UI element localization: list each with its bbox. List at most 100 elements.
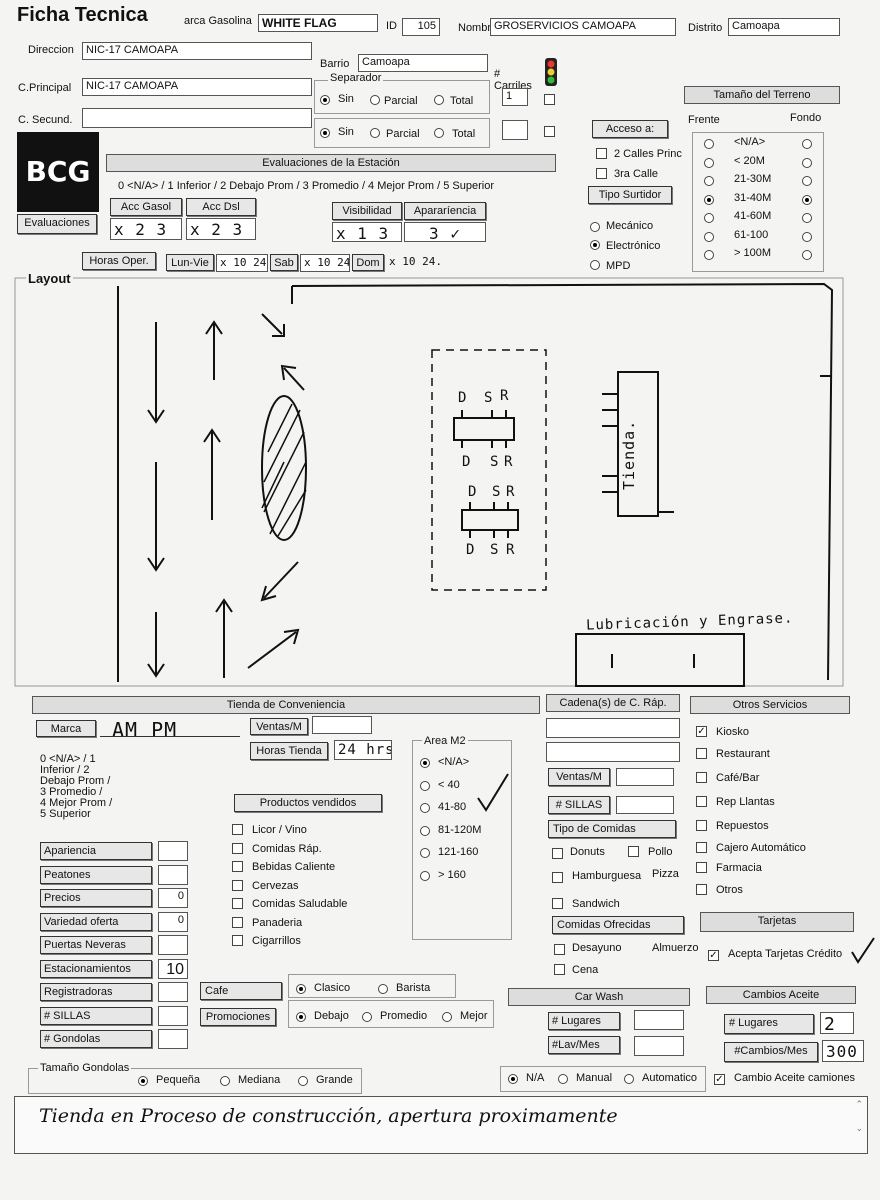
tienda-eval-field[interactable] (158, 841, 188, 861)
surtidor-electronico-radio[interactable] (590, 240, 600, 250)
tienda-eval-button[interactable]: Puertas Neveras (40, 936, 152, 954)
producto-checkbox[interactable] (232, 879, 243, 891)
lun-vie-field[interactable]: x 10 24 (216, 254, 268, 272)
tienda-eval-button[interactable]: Peatones (40, 865, 152, 884)
cadena-sillas-field[interactable] (616, 796, 674, 814)
cadena-ventas-field[interactable] (616, 768, 674, 786)
id-field[interactable]: 105 (402, 18, 440, 36)
acc-gasol-field[interactable]: x 2 3 (110, 218, 182, 240)
sandwich-checkbox[interactable] (552, 898, 563, 909)
promo-mejor-radio[interactable] (442, 1012, 452, 1022)
promo-promedio-radio[interactable] (362, 1012, 372, 1022)
frente-radio-5[interactable] (704, 231, 714, 242)
gondola-pequena-radio[interactable] (138, 1076, 148, 1086)
acceso-button[interactable]: Acceso a: (592, 120, 668, 138)
car-wash-na-radio[interactable] (508, 1074, 518, 1084)
surtidor-mecanico-radio[interactable] (590, 222, 600, 232)
carriles-checkbox-2[interactable] (544, 126, 555, 137)
tienda-ventas-field[interactable] (312, 716, 372, 734)
area-radio-0[interactable] (420, 758, 430, 768)
acceso-2calles-checkbox[interactable] (596, 148, 607, 159)
tienda-eval-button[interactable]: Precios (40, 889, 152, 907)
cambios-mes-field[interactable]: 300 (822, 1040, 864, 1062)
dom-button[interactable]: Dom (352, 254, 384, 271)
apariencia-field[interactable]: 3 ✓ (404, 222, 486, 242)
car-wash-auto-radio[interactable] (624, 1074, 634, 1084)
marca-gasolina-field[interactable]: WHITE FLAG (258, 14, 378, 32)
area-radio-3[interactable] (420, 825, 430, 836)
carriles-field-2[interactable] (502, 120, 528, 140)
fondo-radio-3[interactable] (802, 194, 812, 205)
tienda-eval-field[interactable]: 10 (158, 958, 188, 979)
otros-checkbox[interactable] (696, 842, 707, 853)
sab-field[interactable]: x 10 24 (300, 254, 350, 272)
nombre-field[interactable]: GROSERVICIOS CAMOAPA (490, 18, 676, 36)
otros-checkbox[interactable] (696, 862, 707, 873)
pollo-checkbox[interactable] (628, 846, 639, 857)
tienda-eval-button[interactable]: Estacionamientos (40, 959, 152, 978)
fondo-radio-0[interactable] (802, 139, 812, 149)
otros-checkbox[interactable] (696, 884, 707, 895)
notes-scroll-down-icon[interactable]: ⌄ (855, 1123, 863, 1133)
area-radio-2[interactable] (420, 803, 430, 813)
cena-checkbox[interactable] (554, 964, 565, 975)
tienda-eval-field[interactable] (158, 1029, 188, 1049)
carriles-checkbox-1[interactable] (544, 94, 555, 105)
cambio-camiones-checkbox[interactable]: ✓ (714, 1074, 725, 1085)
tienda-eval-button[interactable]: # SILLAS (40, 1006, 152, 1025)
visibilidad-button[interactable]: Visibilidad (332, 202, 402, 220)
cafe-clasico-radio[interactable] (296, 984, 306, 994)
notes-area[interactable]: Tienda en Proceso de construcción, apert… (14, 1096, 868, 1154)
tipo-comidas-button[interactable]: Tipo de Comidas (548, 820, 676, 838)
donuts-checkbox[interactable] (552, 848, 563, 859)
cambios-lugares-field[interactable]: 2 (820, 1012, 854, 1034)
tienda-eval-button[interactable]: Apariencia (40, 842, 152, 860)
separador-parcial-radio-1[interactable] (370, 95, 380, 105)
producto-checkbox[interactable] (232, 935, 243, 946)
cadena-field-1[interactable] (546, 718, 680, 738)
comidas-ofrecidas-button[interactable]: Comidas Ofrecidas (552, 916, 684, 934)
fondo-radio-6[interactable] (802, 250, 812, 260)
promociones-button[interactable]: Promociones (200, 1008, 276, 1026)
dom-field[interactable]: x 10 24. (389, 255, 442, 268)
producto-checkbox[interactable] (232, 842, 243, 854)
producto-checkbox[interactable] (232, 861, 243, 872)
frente-radio-6[interactable] (704, 250, 714, 260)
acc-dsl-button[interactable]: Acc Dsl (186, 198, 256, 216)
productos-header[interactable]: Productos vendidos (234, 794, 382, 812)
horas-tienda-button[interactable]: Horas Tienda (250, 742, 328, 760)
tienda-eval-button[interactable]: Registradoras (40, 983, 152, 1001)
visibilidad-field[interactable]: x 1 3 (332, 222, 402, 242)
separador-total-radio-2[interactable] (434, 128, 444, 138)
acc-dsl-field[interactable]: x 2 3 (186, 218, 256, 240)
frente-radio-0[interactable] (704, 139, 714, 149)
car-wash-lav-button[interactable]: #Lav/Mes (548, 1036, 620, 1054)
direccion-field[interactable]: NIC-17 CAMOAPA (82, 42, 312, 60)
acc-gasol-button[interactable]: Acc Gasol (110, 198, 182, 216)
cafe-barista-radio[interactable] (378, 984, 388, 994)
desayuno-checkbox[interactable] (554, 944, 565, 955)
cadena-sillas-button[interactable]: # SILLAS (548, 796, 610, 814)
evaluaciones-button[interactable]: Evaluaciones (17, 214, 97, 234)
cadena-field-2[interactable] (546, 742, 680, 762)
tienda-eval-button[interactable]: Variedad oferta (40, 912, 152, 931)
hamburguesa-checkbox[interactable] (552, 872, 563, 883)
separador-sin-radio-2[interactable] (320, 128, 330, 138)
tipo-surtidor-button[interactable]: Tipo Surtidor (588, 186, 672, 204)
barrio-field[interactable]: Camoapa (358, 54, 488, 72)
fondo-radio-2[interactable] (802, 176, 812, 186)
producto-checkbox[interactable] (232, 916, 243, 928)
otros-checkbox[interactable] (696, 820, 707, 831)
car-wash-lugares-field[interactable] (634, 1010, 684, 1030)
distrito-field[interactable]: Camoapa (728, 18, 840, 36)
area-radio-1[interactable] (420, 780, 430, 791)
lun-vie-button[interactable]: Lun-Vie (166, 254, 214, 271)
car-wash-lav-field[interactable] (634, 1036, 684, 1056)
frente-radio-2[interactable] (704, 176, 714, 186)
tienda-eval-field[interactable]: 0 (158, 888, 188, 908)
horas-oper-button[interactable]: Horas Oper. (82, 252, 156, 270)
tienda-eval-field[interactable] (158, 1005, 188, 1026)
tienda-marca-button[interactable]: Marca (36, 720, 96, 737)
tarjetas-checkbox[interactable]: ✓ (708, 950, 719, 961)
tienda-eval-field[interactable] (158, 982, 188, 1002)
